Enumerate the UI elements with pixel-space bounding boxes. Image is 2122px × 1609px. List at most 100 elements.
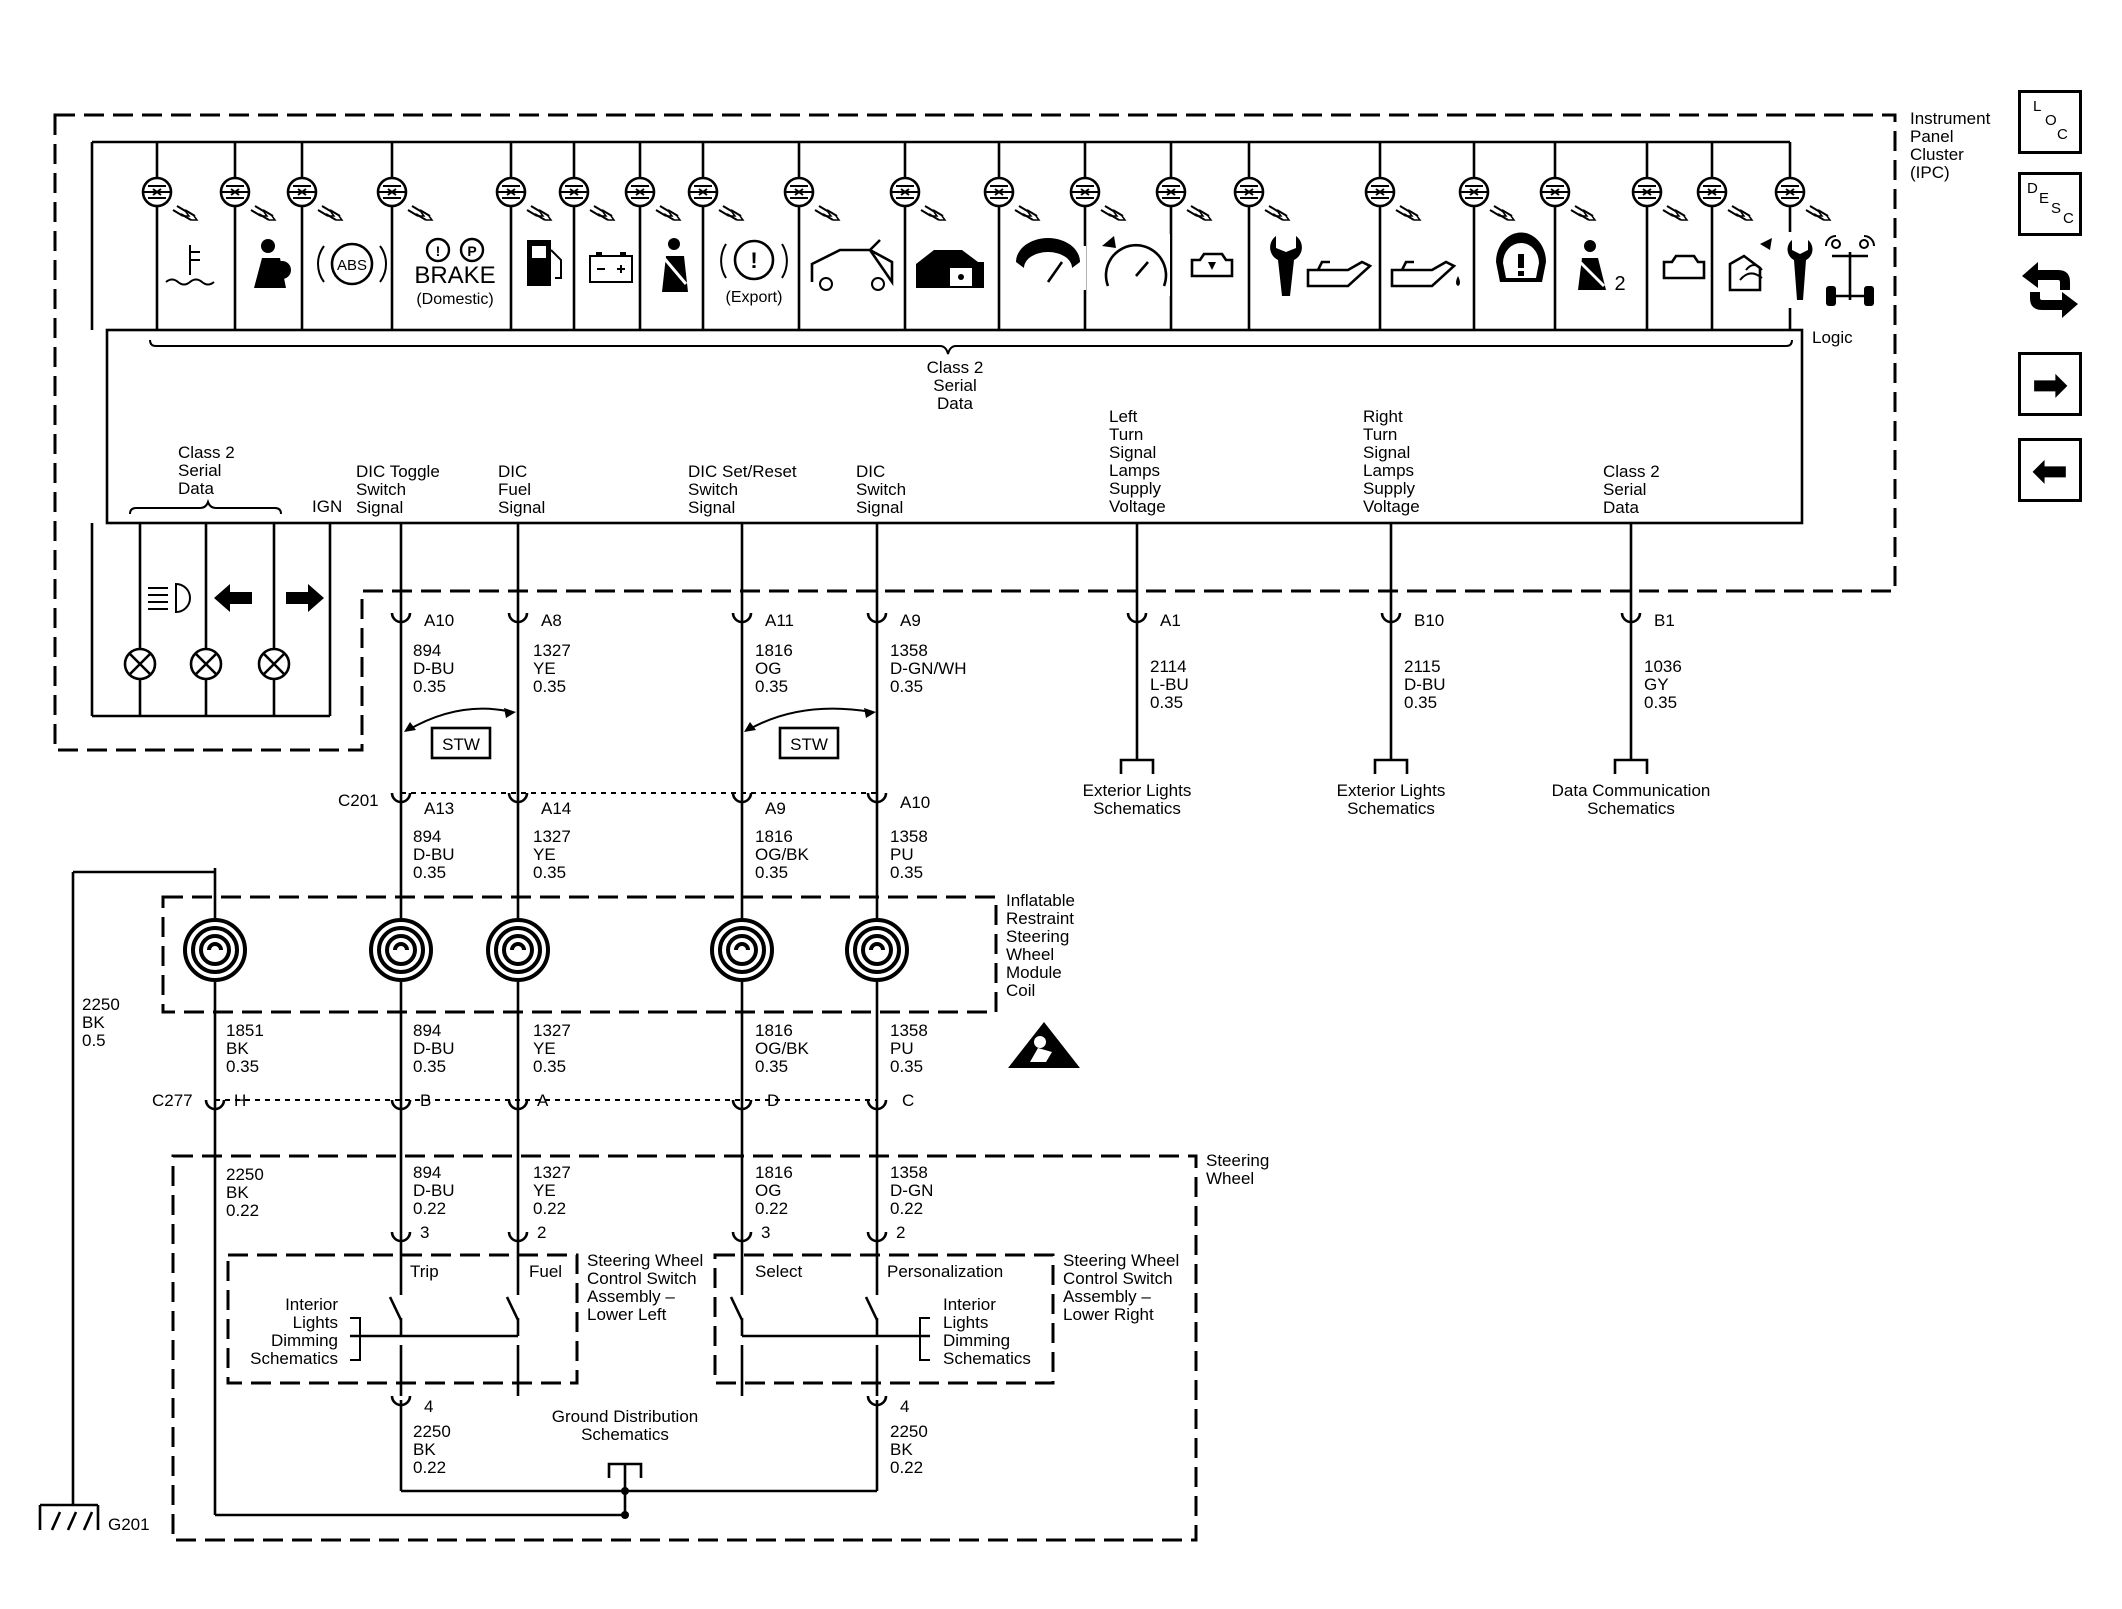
svg-text:1358: 1358 bbox=[890, 827, 928, 846]
security-lock-icon bbox=[912, 240, 988, 294]
svg-text:0.35: 0.35 bbox=[413, 677, 446, 696]
svg-text:Supply: Supply bbox=[1363, 479, 1415, 498]
svg-text:Steering Wheel: Steering Wheel bbox=[587, 1251, 703, 1270]
data-comm-ref: Data Communication Schematics bbox=[1552, 758, 1710, 818]
svg-text:D-BU: D-BU bbox=[413, 1039, 455, 1058]
svg-text:2114: 2114 bbox=[1150, 657, 1187, 676]
personalization-label: Personalization bbox=[887, 1262, 1003, 1281]
g201-label: G201 bbox=[108, 1515, 150, 1534]
svg-text:Data: Data bbox=[178, 479, 214, 498]
svg-text:H: H bbox=[234, 1091, 246, 1110]
svg-text:Left: Left bbox=[1109, 407, 1138, 426]
svg-text:D-BU: D-BU bbox=[1404, 675, 1446, 694]
fuel-label: Fuel bbox=[529, 1262, 562, 1281]
svg-text:2: 2 bbox=[537, 1223, 546, 1242]
svg-text:Panel: Panel bbox=[1910, 127, 1953, 146]
svg-text:Dimming: Dimming bbox=[271, 1331, 338, 1350]
stw-label-right: STW bbox=[790, 735, 828, 754]
desc-letter-d: D bbox=[2027, 180, 2038, 197]
svg-text:1327: 1327 bbox=[533, 1021, 571, 1040]
svg-text:2250: 2250 bbox=[82, 995, 120, 1014]
svg-text:!: ! bbox=[750, 248, 757, 273]
svg-text:YE: YE bbox=[533, 1181, 556, 1200]
connector-view-button[interactable] bbox=[2018, 256, 2082, 326]
svg-text:Class 2: Class 2 bbox=[1603, 462, 1660, 481]
svg-text:Lower Right: Lower Right bbox=[1063, 1305, 1154, 1324]
check-engine-icon bbox=[1182, 250, 1238, 284]
svg-text:Supply: Supply bbox=[1109, 479, 1161, 498]
location-view-button[interactable]: L O C bbox=[2018, 90, 2082, 154]
svg-text:Switch: Switch bbox=[856, 480, 906, 499]
loc-letter-l: L bbox=[2033, 98, 2042, 115]
svg-text:Wheel: Wheel bbox=[1006, 945, 1054, 964]
svg-text:Exterior Lights: Exterior Lights bbox=[1337, 781, 1446, 800]
svg-text:2250: 2250 bbox=[226, 1165, 264, 1184]
svg-text:4: 4 bbox=[424, 1397, 433, 1416]
coil-module-boundary bbox=[161, 895, 998, 1014]
indicator-lamps bbox=[141, 142, 1832, 330]
connector-view-icon bbox=[2022, 262, 2078, 318]
ground-pins: 4 4 bbox=[390, 1394, 909, 1519]
dimming-ref-right: Interior Lights Dimming Schematics bbox=[943, 1295, 1031, 1368]
exterior-lights-ref-right: Exterior Lights Schematics bbox=[1337, 758, 1446, 818]
svg-text:Class 2: Class 2 bbox=[927, 358, 984, 377]
signal-class2-data: Class 2 Serial Data bbox=[1603, 462, 1660, 517]
trip-label: Trip bbox=[410, 1262, 439, 1281]
ground-wire-labels: 2250 BK 0.22 2250 BK 0.22 bbox=[413, 1422, 928, 1477]
svg-text:1358: 1358 bbox=[890, 1163, 928, 1182]
serial-data-left-brace bbox=[129, 498, 282, 515]
tpms-warning-icon bbox=[1490, 232, 1552, 292]
svg-text:Class 2: Class 2 bbox=[178, 443, 235, 462]
dimming-ref-left: Interior Lights Dimming Schematics bbox=[250, 1295, 338, 1368]
svg-text:(IPC): (IPC) bbox=[1910, 163, 1950, 182]
svg-text:Lamps: Lamps bbox=[1363, 461, 1414, 480]
svg-text:GY: GY bbox=[1644, 675, 1669, 694]
svg-text:0.35: 0.35 bbox=[1404, 693, 1437, 712]
svg-text:Instrument: Instrument bbox=[1910, 109, 1991, 128]
svg-text:894: 894 bbox=[413, 1021, 441, 1040]
svg-text:PU: PU bbox=[890, 845, 914, 864]
svg-text:0.35: 0.35 bbox=[226, 1057, 259, 1076]
logic-label: Logic bbox=[1812, 328, 1853, 347]
svg-text:Restraint: Restraint bbox=[1006, 909, 1074, 928]
svg-text:Fuel: Fuel bbox=[498, 480, 531, 499]
svg-text:OG: OG bbox=[755, 1181, 781, 1200]
svg-text:Turn: Turn bbox=[1109, 425, 1143, 444]
svg-text:C201: C201 bbox=[338, 791, 379, 810]
internal-lamps bbox=[90, 523, 332, 718]
signal-dic-switch: DIC Switch Signal bbox=[856, 462, 906, 517]
steering-wheel-boundary bbox=[171, 1154, 1198, 1542]
svg-text:Interior: Interior bbox=[943, 1295, 996, 1314]
svg-text:D: D bbox=[767, 1091, 779, 1110]
svg-text:Serial: Serial bbox=[178, 461, 221, 480]
seatbelt-person-icon bbox=[240, 236, 296, 292]
svg-text:Assembly –: Assembly – bbox=[1063, 1287, 1151, 1306]
serial-data-left-label: Class 2 Serial Data bbox=[178, 443, 235, 498]
ground-distribution-ref: Ground Distribution Schematics bbox=[552, 1407, 698, 1444]
abs-text: ABS bbox=[337, 257, 367, 274]
forward-button[interactable]: ➡ bbox=[2018, 352, 2082, 416]
steering-wheel-label: Steering Wheel bbox=[1206, 1151, 1269, 1188]
svg-text:C: C bbox=[902, 1091, 914, 1110]
back-button[interactable]: ⬅ bbox=[2018, 438, 2082, 502]
svg-text:BK: BK bbox=[226, 1039, 249, 1058]
svg-text:YE: YE bbox=[533, 845, 556, 864]
wire-labels-coil: 2250 BK 0.5 1851 BK 0.35 894 D-BU 0.35 1… bbox=[82, 995, 928, 1076]
svg-text:Signal: Signal bbox=[1109, 443, 1156, 462]
switch-pins: 3 2 3 2 bbox=[390, 1223, 905, 1243]
description-view-button[interactable]: D E S C bbox=[2018, 172, 2082, 236]
svg-text:Lights: Lights bbox=[943, 1313, 988, 1332]
svg-text:L-BU: L-BU bbox=[1150, 675, 1189, 694]
svg-text:Dimming: Dimming bbox=[943, 1331, 1010, 1350]
stability-icon bbox=[1718, 238, 1776, 296]
stw-right: STW bbox=[744, 707, 876, 760]
liftgate-ajar-icon bbox=[806, 239, 898, 292]
low-tire-pressure-icon bbox=[1010, 238, 1086, 290]
wire-labels-ipc: 894 D-BU 0.35 1327 YE 0.35 1816 OG 0.35 … bbox=[413, 641, 1682, 712]
ipc-name-label: Instrument Panel Cluster (IPC) bbox=[1910, 109, 1991, 182]
svg-text:Schematics: Schematics bbox=[943, 1349, 1031, 1368]
svg-text:1327: 1327 bbox=[533, 1163, 571, 1182]
wire-labels-wheel: 2250 BK 0.22 894 D-BU 0.22 1327 YE 0.22 … bbox=[226, 1163, 933, 1220]
svg-text:Schematics: Schematics bbox=[1347, 799, 1435, 818]
svg-text:A: A bbox=[537, 1091, 549, 1110]
